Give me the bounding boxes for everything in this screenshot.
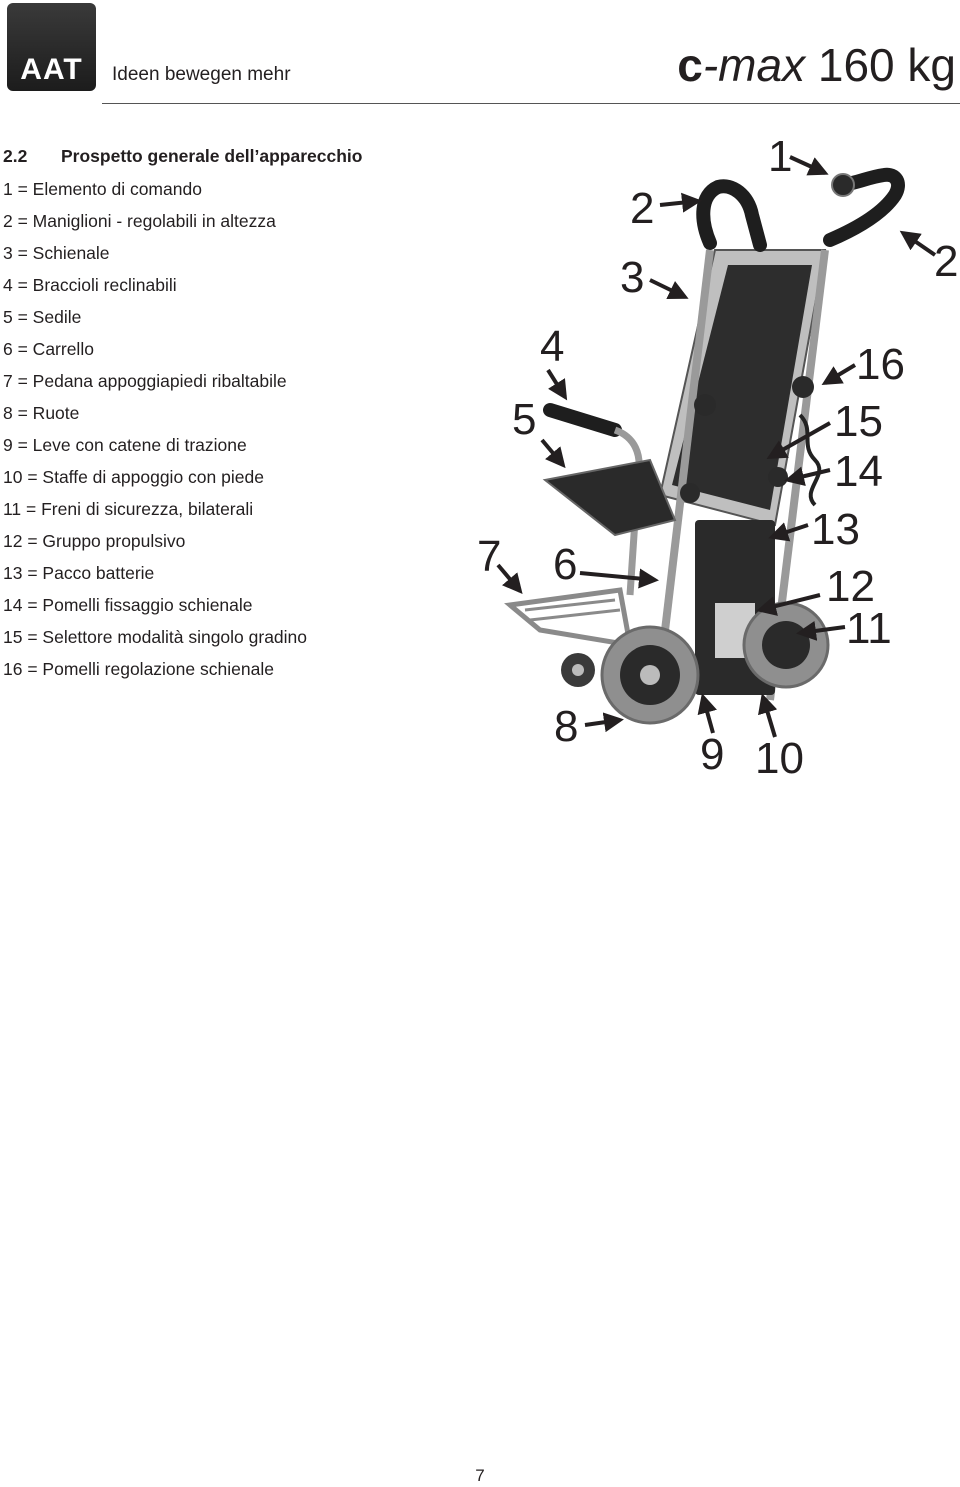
product-title: c-max 160 kg — [677, 38, 956, 92]
legend-item: 3 = Schienale — [3, 243, 110, 263]
page-number: 7 — [475, 1466, 485, 1485]
section-title: Prospetto generale dell’apparecchio — [61, 146, 363, 166]
legend-item: 9 = Leve con catene di trazione — [3, 435, 247, 455]
legend-item: 6 = Carrello — [3, 339, 94, 359]
legend-item: 2 = Maniglioni - regolabili in altezza — [3, 211, 276, 231]
section-number: 2.2 — [3, 146, 28, 166]
callout-11: 11 — [846, 604, 892, 653]
product-capacity: 160 kg — [817, 39, 956, 91]
legend-item: 7 = Pedana appoggiapiedi ribaltabile — [3, 371, 287, 391]
logo-text: AAT — [20, 53, 83, 86]
legend-item: 14 = Pomelli fissaggio schienale — [3, 595, 253, 615]
legend-item: 8 = Ruote — [3, 403, 80, 423]
callout-5: 5 — [512, 395, 537, 444]
callout-2-left: 2 — [630, 184, 655, 233]
callout-4: 4 — [540, 322, 565, 371]
callout-1: 1 — [768, 132, 793, 181]
callout-13: 13 — [811, 505, 860, 554]
callout-6: 6 — [553, 540, 578, 589]
legend-item: 4 = Braccioli reclinabili — [3, 275, 177, 295]
aat-logo: AAT — [7, 3, 96, 91]
callout-9: 9 — [700, 730, 725, 779]
product-brand: -max — [702, 39, 806, 91]
header-divider — [102, 103, 960, 104]
callout-7: 7 — [477, 532, 502, 581]
legend-item: 16 = Pomelli regolazione schienale — [3, 659, 274, 679]
callout-2-right: 2 — [934, 237, 959, 286]
legend-item: 10 = Staffe di appoggio con piede — [3, 467, 264, 487]
callout-14: 14 — [834, 447, 883, 496]
callout-12: 12 — [826, 562, 875, 611]
legend-item: 1 = Elemento di comando — [3, 179, 202, 199]
callout-16: 16 — [856, 340, 905, 389]
callout-15: 15 — [834, 397, 883, 446]
product-mark: c — [677, 39, 703, 91]
legend-item: 15 = Selettore modalità singolo gradino — [3, 627, 308, 647]
callout-3: 3 — [620, 253, 645, 302]
section-heading: 2.2 Prospetto generale dell’apparecchio — [3, 146, 362, 167]
stair-climber-figure: 1 2 2 3 4 5 16 15 14 13 7 6 12 11 8 9 10 — [470, 125, 960, 790]
stair-climber-illustration — [496, 155, 937, 738]
callout-8: 8 — [554, 702, 579, 751]
legend-item: 13 = Pacco batterie — [3, 563, 155, 583]
component-legend: 1 = Elemento di comando 2 = Maniglioni -… — [3, 178, 307, 690]
legend-item: 11 = Freni di sicurezza, bilaterali — [3, 499, 254, 519]
callout-10: 10 — [755, 734, 804, 783]
legend-item: 12 = Gruppo propulsivo — [3, 531, 186, 551]
legend-item: 5 = Sedile — [3, 307, 82, 327]
tagline: Ideen bewegen mehr — [112, 64, 291, 85]
